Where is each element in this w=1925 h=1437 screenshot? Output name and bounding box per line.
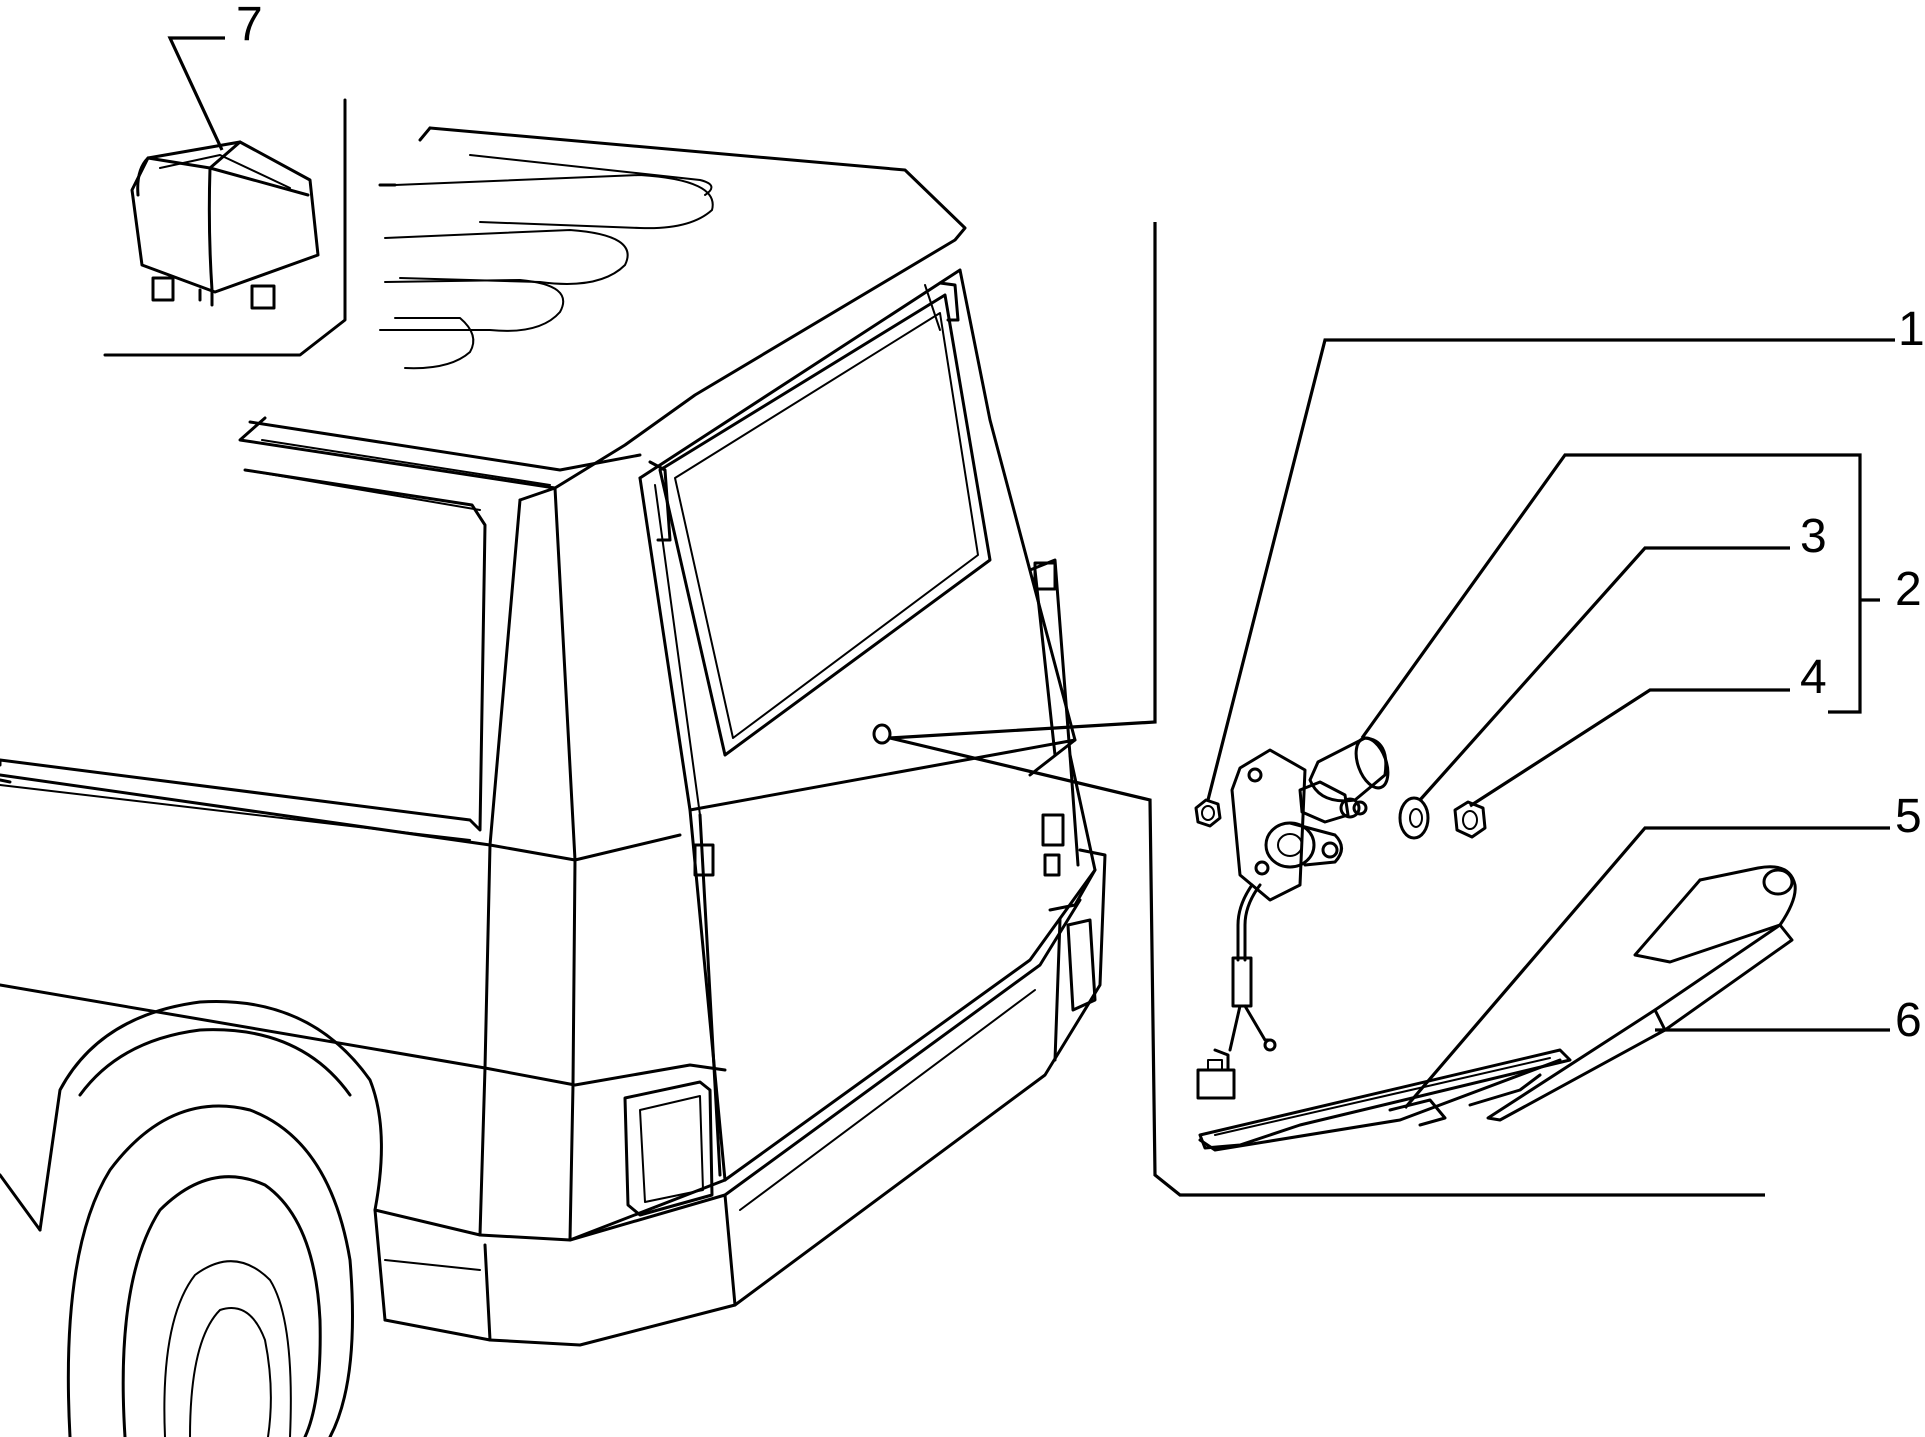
leader-hole — [889, 222, 1157, 740]
leader-2 — [1360, 453, 1862, 739]
callout-2: 2 — [1895, 563, 1922, 616]
leader-bottom — [889, 736, 1765, 1197]
callout-5: 5 — [1895, 790, 1922, 843]
leader-4 — [1469, 688, 1790, 808]
callout-4: 4 — [1800, 651, 1827, 704]
callout-1: 1 — [1898, 303, 1925, 356]
leader-1 — [1206, 338, 1895, 801]
leader-5 — [1403, 826, 1890, 1110]
van-body — [0, 126, 1107, 1437]
wiper-arm-part-6 — [1486, 865, 1797, 1122]
relay-inset: 7 — [103, 0, 347, 357]
nut-part-1 — [1194, 798, 1222, 828]
relay-part-7 — [130, 140, 320, 310]
leader-3 — [1418, 546, 1790, 802]
hole-marker — [872, 723, 892, 745]
leader-7 — [167, 36, 225, 151]
rear-wheel — [66, 1104, 354, 1437]
callouts: 1 2 3 4 5 6 — [1800, 303, 1925, 1047]
washer-part-3 — [1398, 796, 1430, 840]
leader-lines — [889, 222, 1895, 1197]
inset-frame — [103, 98, 347, 357]
wiper-motor-part-2 — [1196, 736, 1390, 1100]
callout-6: 6 — [1895, 994, 1922, 1047]
wiper-blade-part-5 — [1198, 1048, 1572, 1152]
callout-3: 3 — [1800, 510, 1827, 563]
callout-7: 7 — [236, 0, 263, 51]
nut-part-4 — [1453, 800, 1487, 839]
